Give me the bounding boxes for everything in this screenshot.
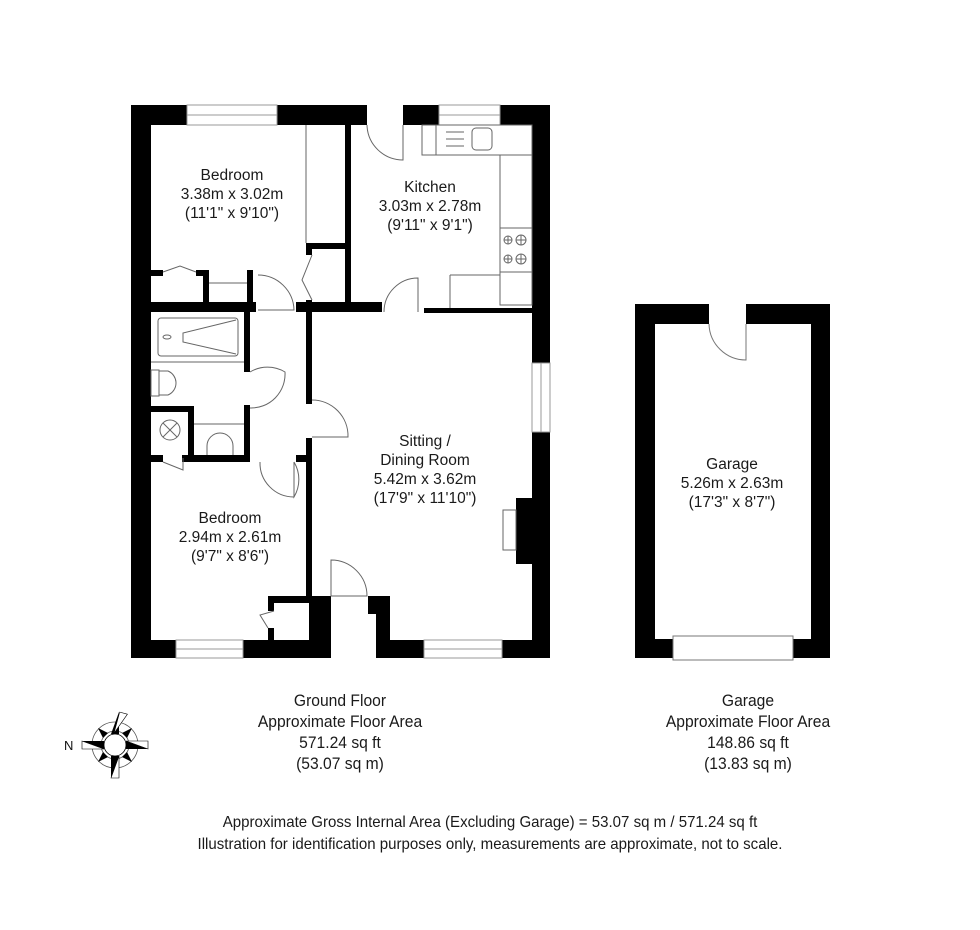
summary-title: Ground Floor	[293, 691, 387, 710]
summary-subtitle: Approximate Floor Area	[665, 712, 831, 731]
summary-sq-ft: 148.86 sq ft	[707, 733, 789, 752]
summary-title: Garage	[721, 691, 775, 710]
room-name: Bedroom	[200, 167, 264, 184]
room-label-garage: Garage 5.26m x 2.63m (17'3" x 8'7")	[652, 455, 812, 512]
ground-floor-plan	[131, 104, 551, 659]
room-label-bedroom-1: Bedroom 3.38m x 3.02m (11'1" x 9'10")	[152, 166, 312, 223]
room-imperial: (17'3" x 8'7")	[688, 494, 776, 511]
room-imperial: (17'9" x 11'10")	[373, 490, 477, 507]
room-name-line-1: Sitting /	[399, 433, 451, 450]
room-metric: 5.26m x 2.63m	[680, 475, 784, 492]
ground-floor-windows	[175, 104, 551, 659]
room-imperial: (11'1" x 9'10")	[184, 205, 280, 222]
gross-internal-area-note: Approximate Gross Internal Area (Excludi…	[222, 814, 758, 831]
summary-subtitle: Approximate Floor Area	[257, 712, 423, 731]
disclaimer-note: Illustration for identification purposes…	[197, 836, 783, 853]
summary-sq-ft: 571.24 sq ft	[299, 733, 381, 752]
room-label-bedroom-2: Bedroom 2.94m x 2.61m (9'7" x 8'6")	[150, 509, 310, 566]
summary-sq-m: (53.07 sq m)	[296, 754, 384, 773]
summary-sq-m: (13.83 sq m)	[704, 754, 792, 773]
room-name: Garage	[706, 456, 758, 473]
ground-floor-walls	[131, 105, 550, 658]
ground-floor-fixtures	[150, 124, 533, 629]
compass-north-label: N	[64, 738, 74, 753]
room-metric: 3.38m x 3.02m	[180, 186, 284, 203]
ground-floor-area-summary: Ground Floor Approximate Floor Area 571.…	[220, 690, 459, 774]
compass-rose-icon	[81, 711, 149, 779]
room-label-sitting-dining: Sitting / Dining Room 5.42m x 3.62m (17'…	[345, 432, 505, 508]
room-name: Kitchen	[404, 179, 456, 196]
room-name-line-2: Dining Room	[380, 452, 470, 469]
garage-fixtures	[672, 323, 794, 661]
room-name: Bedroom	[198, 510, 262, 527]
room-imperial: (9'7" x 8'6")	[190, 548, 270, 565]
room-metric: 3.03m x 2.78m	[378, 198, 482, 215]
room-metric: 2.94m x 2.61m	[178, 529, 282, 546]
room-label-kitchen: Kitchen 3.03m x 2.78m (9'11" x 9'1")	[350, 178, 510, 235]
garage-plan	[635, 304, 830, 661]
room-imperial: (9'11" x 9'1")	[387, 217, 473, 234]
room-metric: 5.42m x 3.62m	[373, 471, 477, 488]
garage-walls	[635, 304, 830, 658]
garage-area-summary: Garage Approximate Floor Area 148.86 sq …	[628, 690, 867, 774]
